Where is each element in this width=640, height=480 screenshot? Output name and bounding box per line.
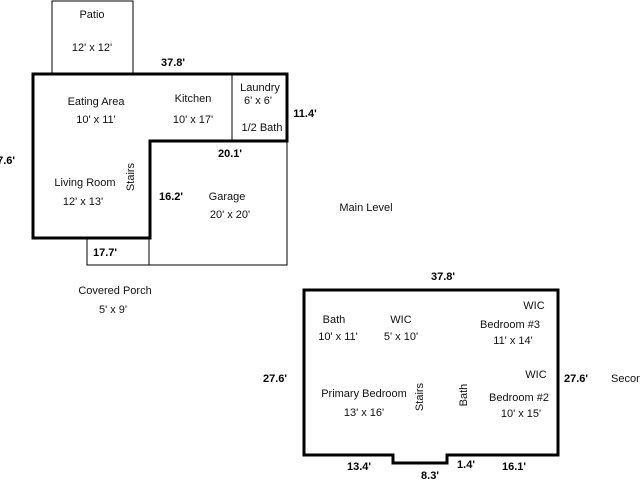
primary-bedroom-size: 13' x 16' (344, 407, 384, 419)
second-bath-label: Bath (458, 384, 470, 407)
garage-top-dimension: 20.1' (218, 148, 242, 160)
second-stairs-label: Stairs (414, 382, 426, 411)
patio-size: 12' x 12' (72, 42, 112, 54)
main-top-dimension: 37.8' (161, 57, 185, 69)
garage-outline (149, 141, 288, 266)
bath-label: Bath (323, 314, 346, 326)
kitchen-size: 10' x 17' (173, 114, 213, 126)
bedroom2-size: 10' x 15' (501, 408, 541, 420)
eating-area-label: Eating Area (68, 96, 126, 108)
garage-label: Garage (209, 191, 246, 203)
wic-center-label: WIC (390, 314, 411, 326)
living-room-size: 12' x 13' (63, 196, 103, 208)
patio-label: Patio (79, 9, 104, 21)
kitchen-label: Kitchen (175, 93, 212, 105)
covered-porch-size: 5' x 9' (99, 304, 127, 316)
wic-right-top-label: WIC (523, 300, 544, 312)
main-level-title: Main Level (339, 202, 392, 214)
main-stairs-label: Stairs (125, 162, 137, 191)
half-bath-label: 1/2 Bath (242, 122, 283, 134)
second-level-title: Second Level (611, 373, 640, 385)
bedroom3-size: 11' x 14' (493, 335, 532, 347)
laundry-label: Laundry (240, 82, 280, 94)
wic-center-size: 5' x 10' (384, 331, 418, 343)
bedroom3-label: Bedroom #3 (480, 319, 540, 331)
second-bottom-right-dimension: 16.1' (502, 461, 526, 473)
eating-area-size: 10' x 11' (76, 114, 115, 126)
main-bottom-dimension: 17.7' (93, 247, 117, 259)
garage-size: 20' x 20' (210, 209, 250, 221)
second-level-plan: Bath 10' x 11' WIC 5' x 10' WIC Bedroom … (263, 271, 640, 480)
second-bottom-small-dimension: 1.4' (457, 459, 475, 471)
primary-bedroom-label: Primary Bedroom (321, 388, 407, 400)
main-left-dimension: 27.6' (0, 155, 15, 167)
second-bottom-notch-dimension: 8.3' (421, 470, 439, 480)
second-top-dimension: 37.8' (431, 271, 455, 283)
main-level-exterior-wall (31, 72, 289, 240)
second-level-exterior-wall (302, 288, 560, 465)
living-room-label: Living Room (54, 177, 115, 189)
covered-porch-label: Covered Porch (78, 285, 151, 297)
second-left-dimension: 27.6' (263, 373, 287, 385)
laundry-size: 6' x 6' (244, 95, 272, 107)
second-right-dimension: 27.6' (564, 373, 588, 385)
wic-right-bottom-label: WIC (525, 369, 546, 381)
second-bottom-left-dimension: 13.4' (347, 461, 371, 473)
main-level-plan: Patio 12' x 12' Eating Area 10' x 11' Ki… (0, 0, 393, 316)
main-right-dimension: 11.4' (293, 108, 317, 120)
bath-size: 10' x 11' (318, 331, 357, 343)
garage-side-dimension: 16.2' (159, 191, 183, 203)
bedroom2-label: Bedroom #2 (489, 392, 549, 404)
